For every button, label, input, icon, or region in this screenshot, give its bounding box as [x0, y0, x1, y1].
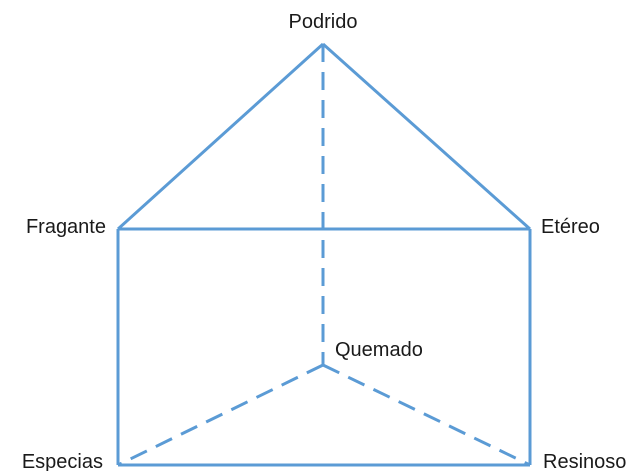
label-quemado: Quemado	[335, 339, 423, 361]
edge-podrido-fragante	[116, 42, 325, 231]
edge-podrido-etereo	[322, 42, 531, 231]
label-etereo: Etéreo	[541, 216, 600, 238]
edge-quemado-especias	[117, 363, 324, 467]
label-especias: Especias	[22, 451, 103, 471]
edge-quemado-resinoso	[322, 363, 531, 467]
label-podrido: Podrido	[289, 11, 358, 33]
label-fragante: Fragante	[26, 216, 106, 238]
label-resinoso: Resinoso	[543, 451, 626, 471]
